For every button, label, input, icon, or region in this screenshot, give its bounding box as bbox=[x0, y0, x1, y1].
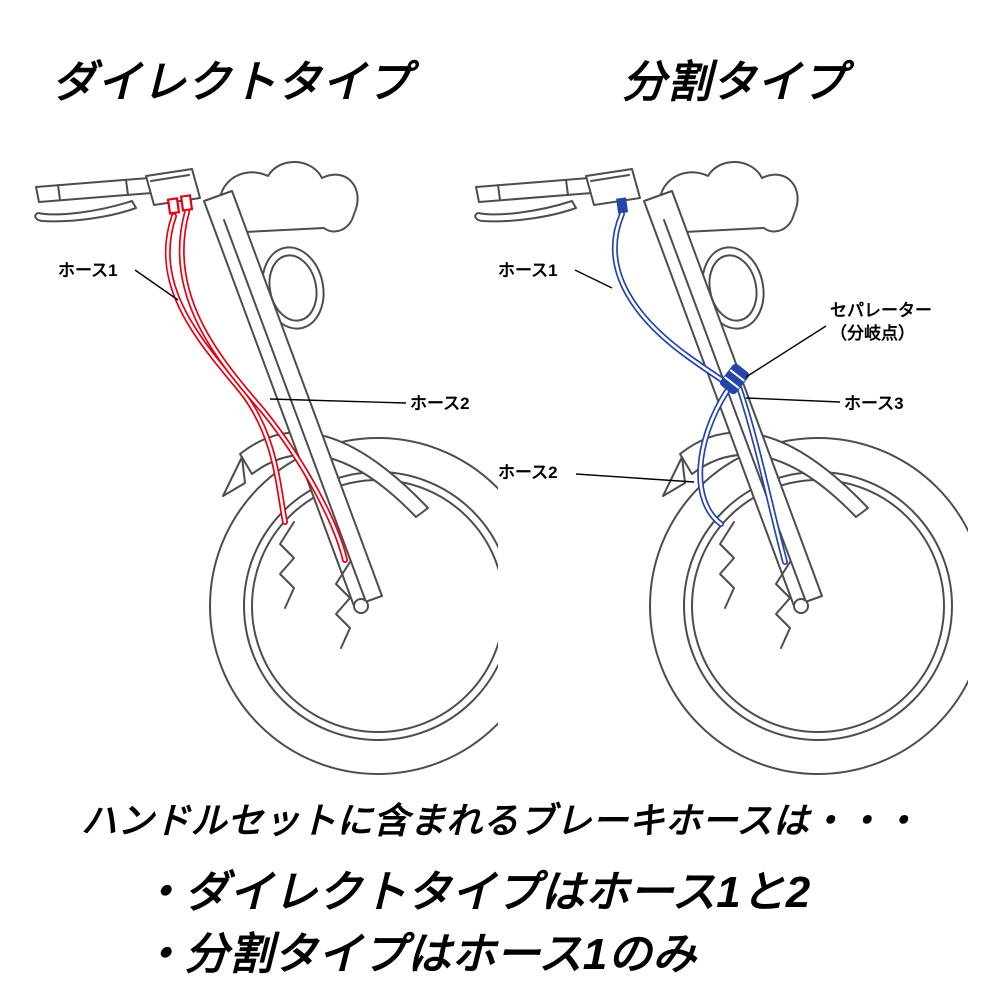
split-type-title: 分割タイプ bbox=[622, 58, 847, 107]
footer-bullet-split: ・分割タイプはホース1のみ bbox=[140, 930, 697, 979]
hose2-path-core bbox=[180, 210, 347, 562]
hose3-path-core bbox=[737, 385, 787, 564]
banjo-fitting bbox=[616, 197, 629, 214]
label-hose2: ホース2 bbox=[498, 463, 558, 482]
label-separator-line1: セパレーター bbox=[830, 301, 932, 320]
banjo-fitting-1 bbox=[166, 197, 181, 215]
leader-line-hose2 bbox=[575, 473, 695, 483]
footer-intro-text: ハンドルセットに含まれるブレーキホースは・・・ bbox=[81, 800, 919, 841]
banjo-fitting-2 bbox=[179, 194, 194, 212]
hose1-path-core bbox=[166, 214, 287, 524]
label-hose2: ホース2 bbox=[410, 394, 470, 413]
leader-line-hose1 bbox=[134, 269, 179, 301]
label-hose1: ホース1 bbox=[58, 261, 118, 280]
direct-type-title: ダイレクトタイプ bbox=[52, 58, 412, 107]
hose2-path-core bbox=[698, 389, 729, 526]
separator bbox=[719, 363, 750, 395]
leader-line-separator bbox=[745, 325, 827, 378]
direct-labels: ホース1 ホース2 bbox=[58, 261, 470, 413]
bike-frame bbox=[34, 160, 498, 775]
direct-type-diagram: ホース1 ホース2 bbox=[34, 160, 498, 775]
direct-hoses bbox=[164, 194, 348, 563]
hose1-path-core bbox=[613, 212, 730, 386]
footer-bullet-direct: ・ダイレクトタイプはホース1と2 bbox=[140, 868, 811, 917]
leader-line-hose2 bbox=[269, 398, 407, 404]
leader-line-hose3 bbox=[745, 397, 841, 403]
leader-line-hose1 bbox=[574, 269, 613, 289]
split-hoses bbox=[611, 197, 788, 565]
split-labels: ホース1 セパレーター （分岐点） ホース3 ホース2 bbox=[498, 261, 932, 483]
label-hose1: ホース1 bbox=[498, 261, 558, 280]
label-hose3: ホース3 bbox=[844, 394, 904, 413]
split-type-diagram: ホース1 セパレーター （分岐点） ホース3 ホース2 bbox=[474, 160, 968, 775]
label-separator-line2: （分岐点） bbox=[830, 323, 915, 343]
